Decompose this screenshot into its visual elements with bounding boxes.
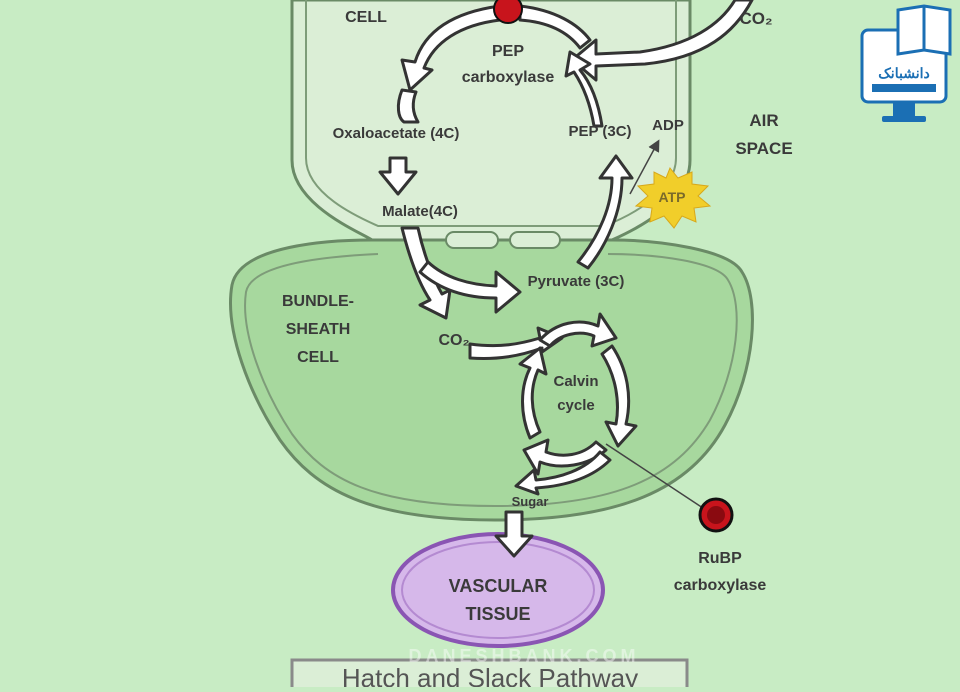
oxaloacetate-to-malate-arrow	[378, 156, 418, 196]
malate-label: Malate(4C)	[382, 203, 458, 220]
vascular-tissue	[391, 532, 605, 648]
co2-entry-arrow	[570, 0, 754, 82]
plasmodesma-left	[445, 231, 499, 249]
malate-to-pyruvate-arrow	[418, 260, 522, 314]
pyruvate-to-pep-arrow	[576, 154, 634, 270]
pep-label: PEP	[492, 43, 524, 60]
pyruvate-label: Pyruvate (3C)	[528, 273, 625, 290]
pep3c-label: PEP (3C)	[568, 123, 631, 140]
rubp-carboxylase-dot-inner	[707, 506, 725, 524]
logo-base	[882, 116, 926, 122]
calvin-to-sugar-arrow	[514, 450, 612, 496]
sugar-label: Sugar	[512, 494, 549, 509]
calvin-cycle-left-arrow	[518, 346, 548, 440]
bundle-label-1: BUNDLE-	[282, 293, 354, 310]
sugar-to-vascular-arrow	[494, 510, 534, 558]
logo-text: دانشبانک	[878, 65, 929, 81]
atp-to-adp-pointer	[629, 139, 660, 195]
pep-carboxylase-dot	[493, 0, 523, 24]
logo-tagline-bar	[872, 84, 936, 92]
bundle-sheath-inner-wall	[244, 253, 738, 508]
adp-label: ADP	[652, 117, 684, 134]
bundle-sheath-cell	[229, 238, 754, 522]
rubp-carboxylase-label: carboxylase	[674, 577, 767, 594]
tissue-label: TISSUE	[465, 604, 530, 624]
daneshbank-logo: دانشبانک	[860, 4, 952, 122]
left-cycle-arc	[396, 88, 420, 124]
pep-to-carboxylase-arrow	[564, 50, 604, 128]
calvin-label: Calvin	[553, 373, 598, 390]
calvin-cycle-right-arrow	[600, 344, 638, 448]
carboxylase-label: carboxylase	[462, 69, 555, 86]
bundle-label-3: CELL	[297, 349, 339, 366]
footer-title: Hatch and Slack Pathway	[342, 663, 638, 687]
calvin-cycle-top-arrow	[538, 312, 618, 348]
plasmodesma-right	[509, 231, 561, 249]
co2-air-label: CO₂	[739, 9, 772, 28]
logo-stand	[893, 102, 915, 116]
calvin-cycle-bottom-arrow	[522, 438, 608, 476]
vascular-tissue-inner	[401, 541, 595, 639]
mesophyll-cell	[290, 0, 692, 242]
co2-bundle-label: CO₂	[438, 332, 469, 349]
pathway-arrows	[378, 0, 754, 558]
vascular-label: VASCULAR	[449, 576, 548, 596]
air-label: AIR	[749, 111, 778, 130]
mesophyll-cell-label: CELL	[345, 9, 387, 26]
watermark: DANESHBANK.COM	[409, 646, 640, 666]
oxaloacetate-label: Oxaloacetate (4C)	[333, 125, 460, 142]
rubp-label: RuBP	[698, 550, 742, 567]
top-cycle-arc-right	[518, 4, 592, 50]
bundle-label-2: SHEATH	[286, 321, 351, 338]
atp-starburst	[634, 167, 712, 229]
rubp-pointer	[605, 443, 713, 515]
space-label: SPACE	[735, 139, 792, 158]
cycle-label: cycle	[557, 397, 595, 414]
atp-label: ATP	[659, 189, 686, 205]
